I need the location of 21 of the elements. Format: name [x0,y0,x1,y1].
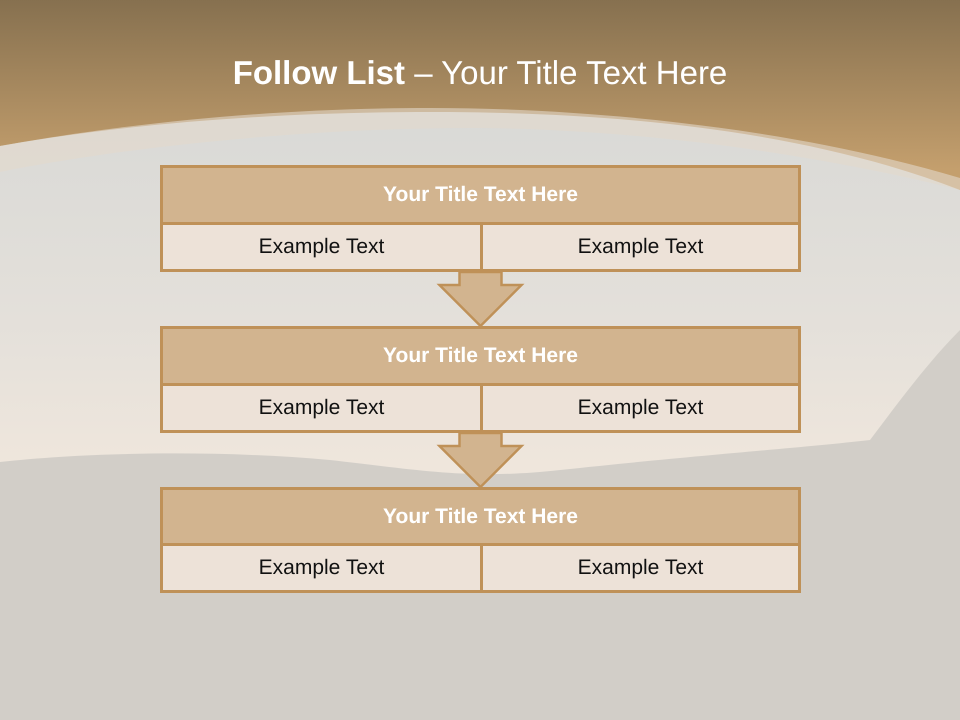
table-cell [163,543,483,590]
card-title: Your Title Text Here [383,344,578,368]
table-cell [163,383,483,430]
cell-text: Example Text [258,235,384,259]
cell-text: Example Text [258,396,384,420]
slide-title: Follow List – Your Title Text Here [232,54,728,91]
table-cell [483,543,798,590]
table-cell [163,222,483,269]
block-arrow [436,432,525,489]
cell-text: Example Text [578,556,704,580]
cell-text: Example Text [578,235,704,259]
list-card [160,487,801,593]
cell-text: Example Text [578,396,704,420]
block-arrow [436,270,525,328]
list-card [160,165,801,272]
card-title: Your Title Text Here [383,183,578,207]
card-title: Your Title Text Here [383,504,578,528]
table-cell [483,222,798,269]
table-cell [483,383,798,430]
list-card [160,326,801,433]
cell-text: Example Text [258,556,384,580]
